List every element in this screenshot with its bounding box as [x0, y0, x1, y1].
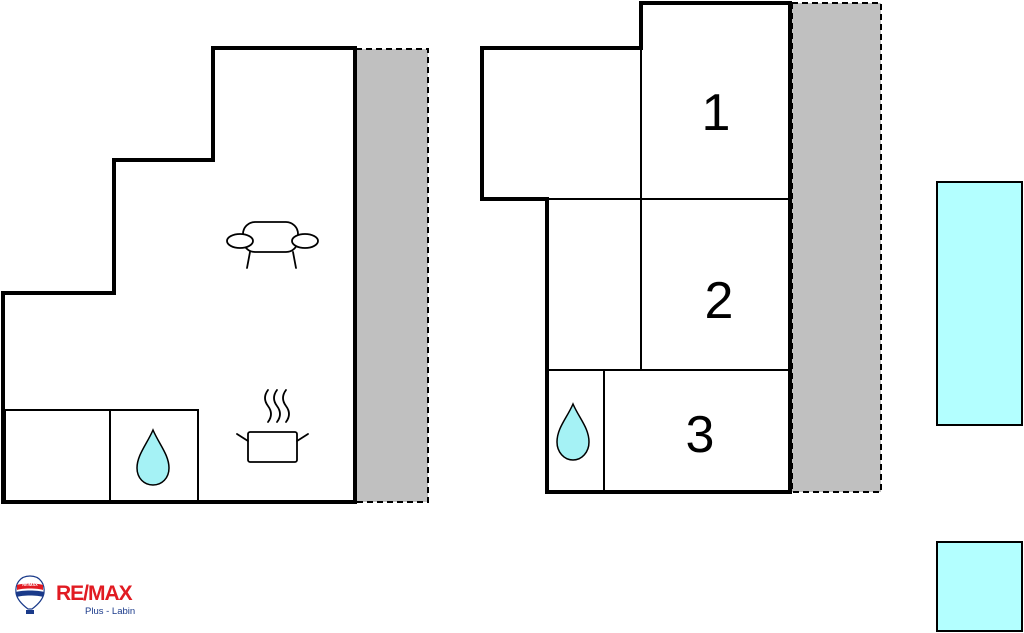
sofa-icon [226, 221, 319, 269]
water-drop-icon [136, 428, 170, 486]
office-subtitle: Plus - Labin [85, 606, 135, 617]
water-drop-icon [556, 402, 590, 461]
balloon-icon: RE/MAX [15, 575, 45, 614]
pool-large [936, 181, 1023, 426]
left-bathroom [109, 409, 199, 502]
room-number-2: 2 [705, 272, 734, 330]
remax-logo: RE/MAX RE/MAX Plus - Labin [15, 575, 135, 617]
right-inner-walls [547, 48, 790, 492]
svg-text:RE/MAX: RE/MAX [22, 582, 38, 587]
pool-small [936, 541, 1023, 632]
room-number-1: 1 [702, 84, 731, 142]
room-number-3: 3 [686, 406, 715, 464]
left-terrace [355, 48, 429, 503]
cooking-pot-icon [236, 389, 309, 463]
right-terrace [791, 2, 882, 493]
remax-brand-text: RE/MAX [56, 582, 133, 605]
right-building-outline [480, 1, 792, 494]
left-building-outline [1, 46, 357, 504]
